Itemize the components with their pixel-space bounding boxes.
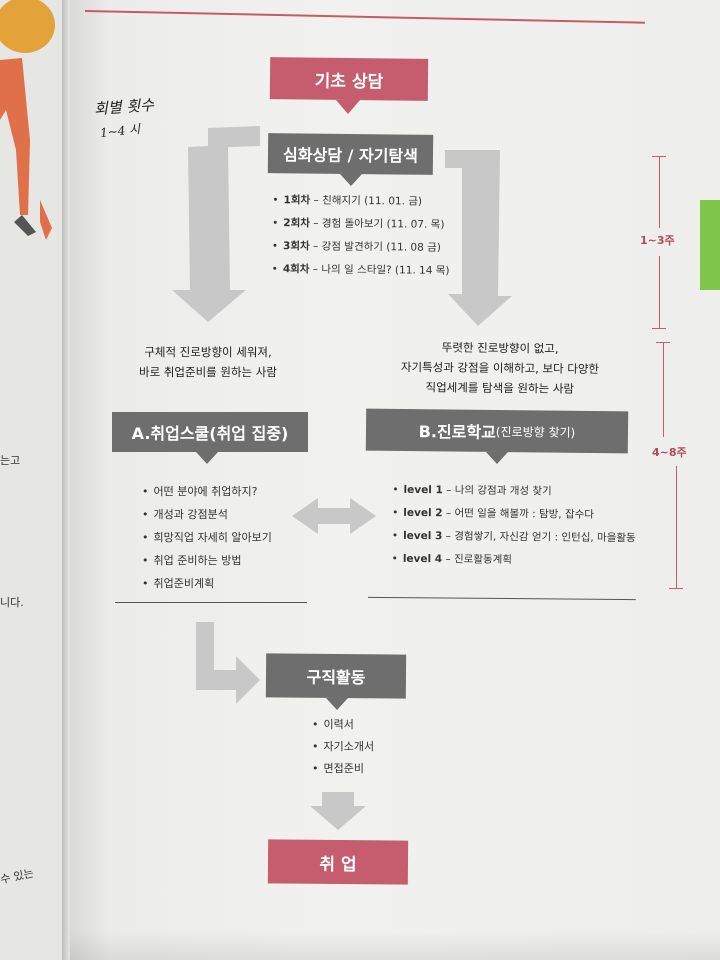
session-list: 1회차 – 친해지기 (11. 01. 금) 2회차 – 경험 돌아보기 (11… — [272, 189, 451, 283]
job-search-label: 구직활동 — [306, 667, 366, 688]
school-b-sublabel: (진로방향 찾기) — [495, 424, 576, 440]
school-b-pointer — [486, 452, 508, 464]
green-tab — [700, 200, 720, 290]
left-edge-text-2: 니다. — [0, 596, 24, 609]
school-a-label: A.취업스쿨(취업 집중) — [131, 424, 289, 443]
period-1-3-weeks: 1~3주 — [640, 234, 675, 247]
school-b-list: level 1 – 나의 강점과 개성 찾기 level 2 – 어떤 일을 해… — [392, 479, 637, 574]
school-a-rule — [115, 602, 307, 603]
deep-consult-box: 심화상담 / 자기탐색 — [267, 133, 434, 175]
list-item: 면접준비 — [312, 758, 374, 780]
deep-consult-label: 심화상담 / 자기탐색 — [283, 145, 418, 166]
list-item: 취업준비계획 — [142, 572, 272, 595]
left-description: 구체적 진로방향이 세워져,바로 취업준비를 원하는 사람 — [139, 345, 277, 379]
school-a-list: 어떤 분야에 취업하지? 개성과 강점분석 희망직업 자세히 알아보기 취업 준… — [142, 480, 272, 595]
left-edge-text-1: 는고 — [0, 454, 21, 467]
bracket-2-lower — [676, 466, 677, 588]
bracket-2-upper — [663, 342, 664, 437]
employ-arrow — [310, 792, 366, 830]
page-shadow — [70, 930, 720, 960]
list-item: level 3 – 경험쌓기, 자신감 얻기 : 인턴십, 마을활동 — [392, 525, 636, 551]
list-item: 1회차 – 친해지기 (11. 01. 금) — [272, 189, 450, 214]
list-item: 어떤 분야에 취업하지? — [142, 480, 272, 503]
list-item: 취업 준비하는 방법 — [142, 549, 272, 572]
school-b-box: B.진로학교(진로방향 찾기) — [365, 408, 629, 454]
list-item: 이력서 — [312, 714, 374, 736]
basic-consult-label: 기초 상담 — [314, 71, 384, 92]
basic-consult-box: 기초 상담 — [269, 57, 429, 101]
job-search-box: 구직활동 — [265, 653, 407, 699]
illustration-figure — [0, 0, 55, 240]
list-item: 4회차 – 나의 일 스타일? (11. 14 목) — [272, 258, 450, 283]
right-down-arrow — [445, 150, 512, 326]
list-item: 개성과 강점분석 — [142, 503, 272, 526]
bracket-1-bottom — [652, 328, 666, 329]
list-item: level 4 – 진로활동계획 — [392, 548, 636, 574]
handwritten-note-1: 회별 횟수 — [93, 95, 155, 119]
period-4-8-weeks: 4~8주 — [652, 446, 687, 459]
bracket-1-upper — [659, 156, 660, 228]
list-item: level 1 – 나의 강점과 개성 찾기 — [392, 479, 636, 505]
double-arrow — [292, 498, 376, 534]
deep-consult-pointer — [340, 174, 362, 186]
school-a-box: A.취업스쿨(취업 집중) — [112, 412, 308, 452]
bracket-1-lower — [659, 256, 660, 328]
left-page: 는고 니다. 수 있는 — [0, 0, 72, 960]
job-search-list: 이력서 자기소개서 면접준비 — [312, 714, 375, 780]
school-b-label: B.진로학교 — [418, 422, 496, 442]
bracket-2-bottom — [669, 588, 683, 589]
list-item: 자기소개서 — [312, 736, 375, 758]
employment-box: 취 업 — [267, 839, 409, 885]
school-a-pointer — [196, 452, 218, 464]
l-arrow — [196, 622, 260, 704]
left-down-arrow — [172, 126, 260, 322]
job-search-pointer — [326, 698, 348, 710]
list-item: 3회차 – 강점 발견하기 (11. 08 금) — [272, 235, 450, 260]
list-item: 2회차 – 경험 돌아보기 (11. 07. 목) — [272, 212, 450, 237]
basic-consult-pointer — [336, 100, 360, 114]
employment-label: 취 업 — [319, 854, 357, 875]
list-item: 희망직업 자세히 알아보기 — [142, 526, 272, 549]
list-item: level 2 – 어떤 일을 해볼까 : 탐방, 잡수다 — [392, 502, 636, 528]
